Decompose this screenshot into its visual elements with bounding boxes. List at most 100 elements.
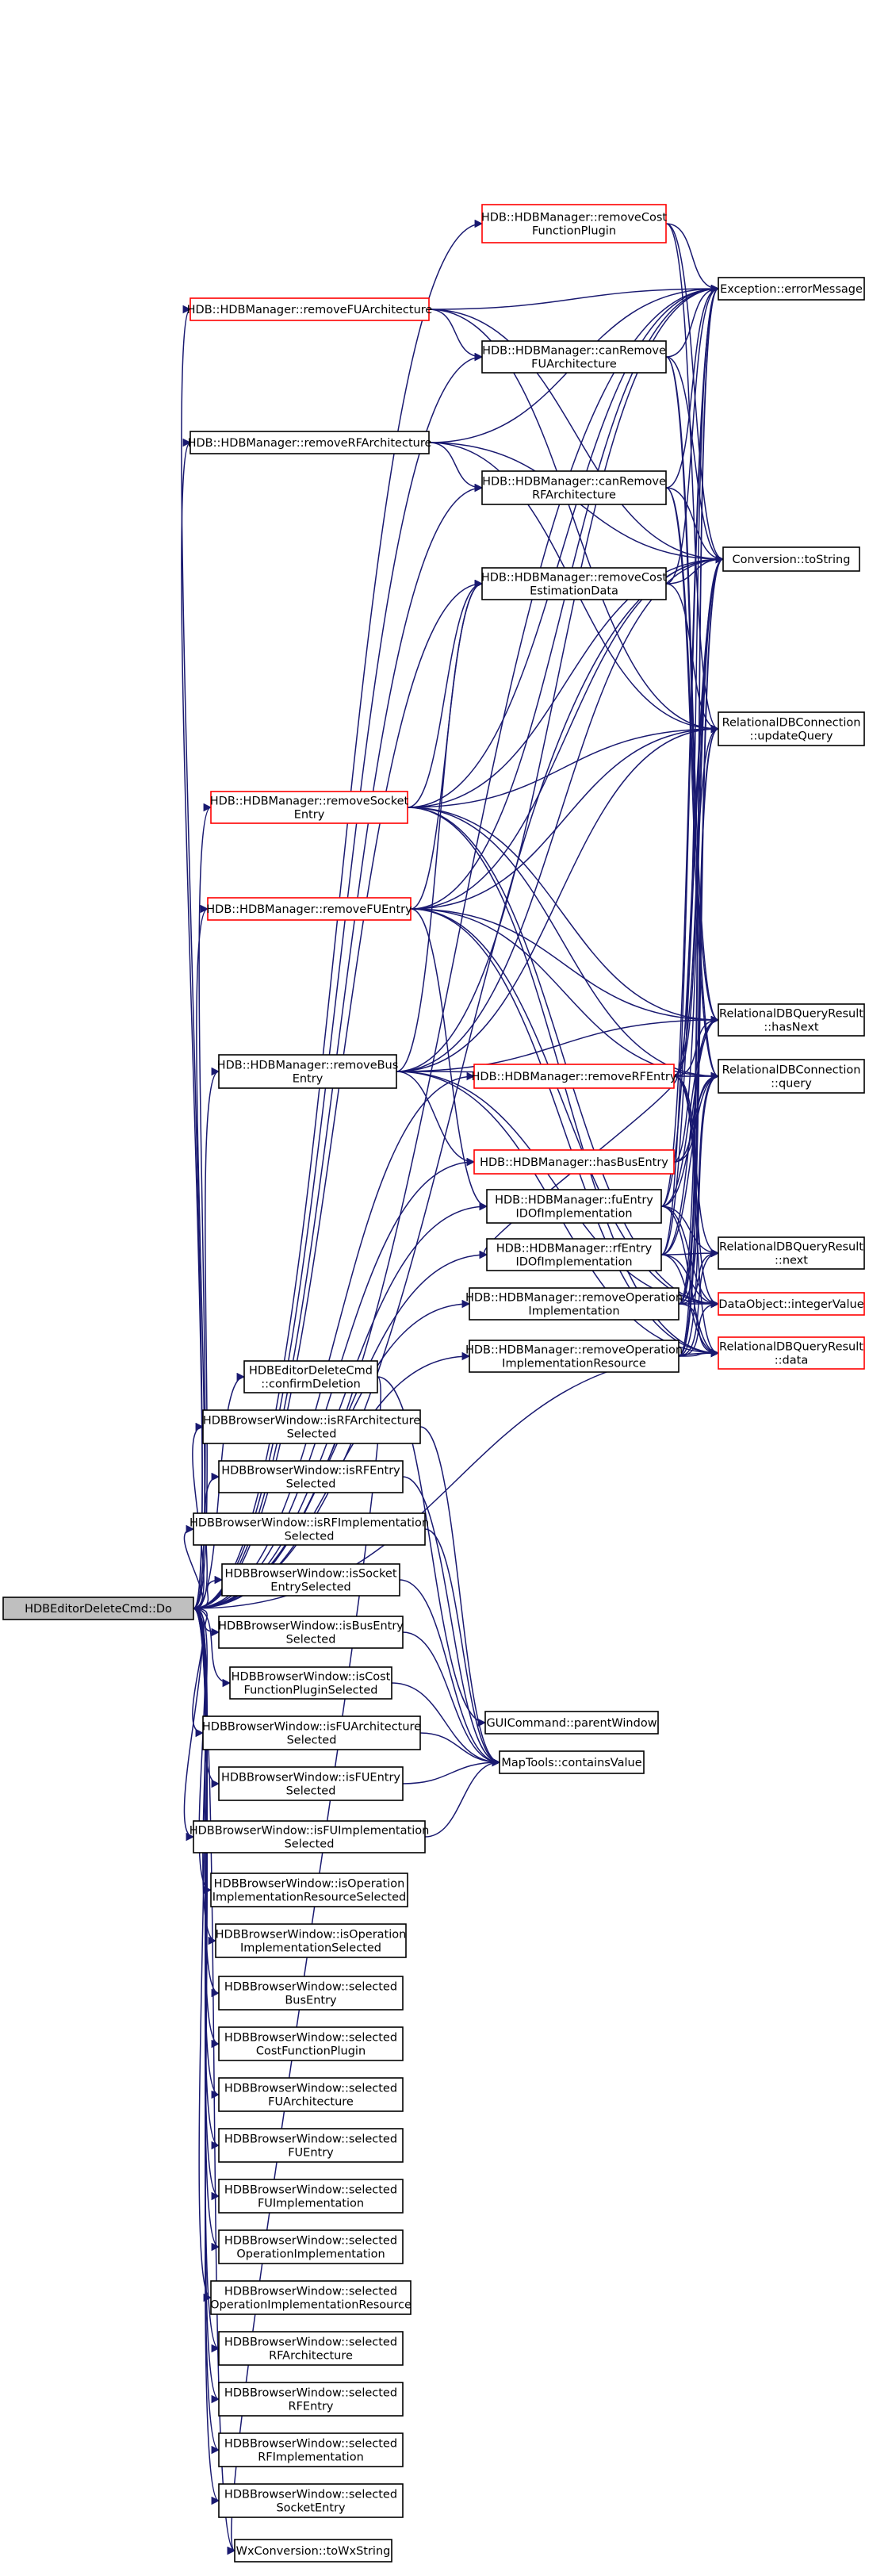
node-box[interactable] (221, 1563, 400, 1597)
node-box[interactable] (229, 1666, 392, 1700)
node-box[interactable] (218, 1616, 404, 1649)
node-box[interactable] (215, 1923, 407, 1958)
node-box[interactable] (189, 297, 430, 321)
node-box[interactable] (193, 1820, 426, 1853)
node-fu-entry-id-of-implementation[interactable]: HDB::HDBManager::fuEntryIDOfImplementati… (486, 1189, 662, 1224)
node-box[interactable] (2, 1597, 194, 1620)
node-is-rf-architecture-selected[interactable]: HDBBrowserWindow::isRFArchitectureSelect… (202, 1409, 421, 1444)
node-to-string[interactable]: Conversion::toString (722, 546, 860, 572)
node-selected-cost-function-plugin[interactable]: HDBBrowserWindow::selectedCostFunctionPl… (218, 2026, 404, 2061)
node-box[interactable] (499, 1750, 645, 1774)
node-box[interactable] (481, 204, 667, 243)
node-box[interactable] (218, 2179, 404, 2214)
node-parent-window[interactable]: GUICommand::parentWindow (484, 1711, 659, 1735)
node-box[interactable] (218, 2331, 404, 2366)
node-box[interactable] (481, 567, 667, 600)
node-box[interactable] (718, 1003, 865, 1037)
node-box[interactable] (722, 546, 860, 572)
node-box[interactable] (718, 1336, 865, 1370)
node-box[interactable] (218, 1976, 404, 2011)
node-box[interactable] (469, 1340, 680, 1373)
node-error-message[interactable]: Exception::errorMessage (718, 277, 865, 301)
node-rf-entry-id-of-implementation[interactable]: HDB::HDBManager::rfEntryIDOfImplementati… (486, 1238, 662, 1271)
node-contains-value[interactable]: MapTools::containsValue (499, 1750, 645, 1774)
node-is-cost-function-plugin-selected[interactable]: HDBBrowserWindow::isCostFunctionPluginSe… (229, 1666, 392, 1700)
node-box[interactable] (218, 2077, 404, 2112)
node-selected-operation-implementation[interactable]: HDBBrowserWindow::selectedOperationImple… (218, 2229, 404, 2264)
node-is-operation-implementation-selected[interactable]: HDBBrowserWindow::isOperationImplementat… (215, 1923, 407, 1958)
node-box[interactable] (218, 2229, 404, 2264)
node-box[interactable] (218, 2432, 404, 2467)
node-box[interactable] (486, 1238, 662, 1271)
node-remove-rf-architecture[interactable]: HDB::HDBManager::removeRFArchitecture (188, 431, 432, 454)
node-box[interactable] (718, 1236, 865, 1270)
node-query[interactable]: RelationalDBConnection::query (718, 1059, 865, 1094)
node-box[interactable] (473, 1149, 675, 1175)
node-box[interactable] (218, 2128, 404, 2163)
node-box[interactable] (202, 1715, 421, 1750)
node-box[interactable] (469, 1287, 680, 1321)
node-box[interactable] (473, 1064, 675, 1089)
node-integer-value[interactable]: DataObject::integerValue (718, 1292, 865, 1316)
node-box[interactable] (202, 1409, 421, 1444)
node-box[interactable] (718, 277, 865, 301)
node-selected-operation-implementation-resource[interactable]: HDBBrowserWindow::selectedOperationImple… (210, 2280, 412, 2315)
node-box[interactable] (210, 2280, 412, 2315)
node-next[interactable]: RelationalDBQueryResult::next (718, 1236, 865, 1270)
node-confirm-deletion[interactable]: HDBEditorDeleteCmd::confirmDeletion (243, 1360, 378, 1393)
node-remove-fu-architecture[interactable]: HDB::HDBManager::removeFUArchitecture (187, 297, 433, 321)
node-remove-rf-entry[interactable]: HDB::HDBManager::removeRFEntry (472, 1064, 677, 1089)
node-remove-cost-function-plugin[interactable]: HDB::HDBManager::removeCostFunctionPlugi… (481, 204, 667, 243)
node-box[interactable] (218, 1460, 404, 1493)
node-data[interactable]: RelationalDBQueryResult::data (718, 1336, 865, 1370)
node-box[interactable] (193, 1512, 426, 1546)
node-box[interactable] (210, 1873, 408, 1907)
node-is-fu-architecture-selected[interactable]: HDBBrowserWindow::isFUArchitectureSelect… (202, 1715, 421, 1750)
node-has-next[interactable]: RelationalDBQueryResult::hasNext (718, 1003, 865, 1037)
node-box[interactable] (718, 1292, 865, 1316)
node-box[interactable] (218, 1766, 404, 1801)
node-box[interactable] (218, 2382, 404, 2417)
node-selected-fu-implementation[interactable]: HDBBrowserWindow::selectedFUImplementati… (218, 2179, 404, 2214)
node-box[interactable] (243, 1360, 378, 1393)
node-box[interactable] (718, 711, 865, 746)
node-box[interactable] (218, 2026, 404, 2061)
node-remove-fu-entry[interactable]: HDB::HDBManager::removeFUEntry (206, 897, 412, 921)
node-box[interactable] (481, 470, 667, 505)
node-is-rf-implementation-selected[interactable]: HDBBrowserWindow::isRFImplementationSele… (189, 1512, 429, 1546)
node-box[interactable] (218, 1054, 397, 1089)
node-box[interactable] (481, 340, 667, 374)
node-box[interactable] (207, 897, 412, 921)
node-box[interactable] (486, 1189, 662, 1224)
node-remove-operation-implementation[interactable]: HDB::HDBManager::removeOperationImplemen… (465, 1287, 683, 1321)
node-box[interactable] (484, 1711, 659, 1735)
node-box[interactable] (234, 2539, 392, 2563)
node-is-operation-implementation-resource-selected[interactable]: HDBBrowserWindow::isOperationImplementat… (210, 1873, 408, 1907)
node-box[interactable] (718, 1059, 865, 1094)
node-root[interactable]: HDBEditorDeleteCmd::Do (2, 1597, 194, 1620)
node-to-wx-string[interactable]: WxConversion::toWxString (234, 2539, 392, 2563)
node-has-bus-entry[interactable]: HDB::HDBManager::hasBusEntry (473, 1149, 675, 1175)
node-update-query[interactable]: RelationalDBConnection::updateQuery (718, 711, 865, 746)
node-remove-operation-implementation-resource[interactable]: HDB::HDBManager::removeOperationImplemen… (465, 1340, 683, 1373)
node-remove-cost-estimation-data[interactable]: HDB::HDBManager::removeCostEstimationDat… (481, 567, 667, 600)
node-box[interactable] (189, 431, 430, 454)
node-is-fu-implementation-selected[interactable]: HDBBrowserWindow::isFUImplementationSele… (189, 1820, 430, 1853)
node-selected-rf-implementation[interactable]: HDBBrowserWindow::selectedRFImplementati… (218, 2432, 404, 2467)
node-box[interactable] (210, 791, 408, 824)
node-box[interactable] (218, 2483, 404, 2518)
